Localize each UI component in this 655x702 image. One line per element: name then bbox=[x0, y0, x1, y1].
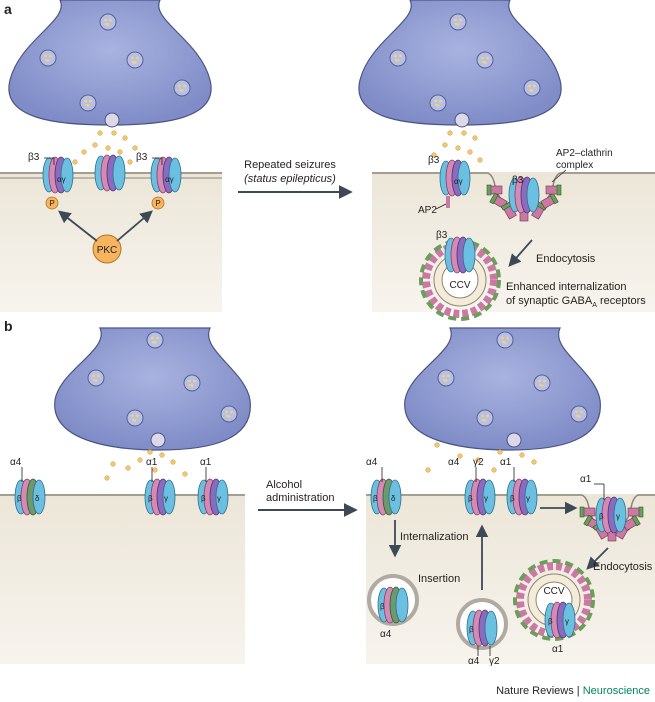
panel-a-arrow-text: Repeated seizures bbox=[244, 159, 336, 171]
panel-b-left-membrane bbox=[0, 494, 245, 664]
panel-a-letter: a bbox=[4, 1, 12, 17]
svg-text:P: P bbox=[49, 199, 54, 208]
svg-text:β: β bbox=[148, 494, 153, 503]
enhanced-receptors-label: of synaptic GABAA receptors bbox=[506, 295, 646, 309]
svg-text:αγ: αγ bbox=[454, 177, 463, 186]
endocytosis-arrow-b bbox=[586, 547, 609, 570]
panel-b-arrow-text-1: Alcohol bbox=[266, 479, 302, 491]
right-alpha4-label: α4 bbox=[366, 457, 378, 468]
svg-text:β: β bbox=[468, 494, 473, 503]
svg-text:P: P bbox=[155, 199, 160, 208]
bottom-alpha4-label: α4 bbox=[380, 629, 392, 640]
svg-text:γ: γ bbox=[164, 494, 168, 503]
enhanced-internalization-label: Enhanced internalization bbox=[506, 281, 626, 293]
right-gamma2-label: γ2 bbox=[473, 457, 484, 468]
panel-b-letter: b bbox=[4, 318, 13, 334]
internalization-label: Internalization bbox=[400, 531, 469, 543]
phospho-circle-left bbox=[45, 196, 59, 210]
svg-text:γ: γ bbox=[217, 494, 221, 503]
left-alpha1-label-a: α1 bbox=[146, 457, 158, 468]
insertion-label: Insertion bbox=[418, 573, 460, 585]
svg-text:β3: β3 bbox=[436, 230, 448, 241]
ccv-label-a: CCV bbox=[449, 280, 470, 291]
pkc-circle bbox=[92, 234, 122, 264]
svg-text:δ: δ bbox=[35, 494, 40, 503]
bottom-alpha1-label: α1 bbox=[552, 644, 564, 655]
svg-text:γ: γ bbox=[565, 617, 569, 626]
svg-text:γ: γ bbox=[616, 512, 620, 521]
svg-text:β: β bbox=[510, 494, 515, 503]
svg-text:β: β bbox=[373, 494, 378, 503]
alpha-gamma-label-left: αγ bbox=[57, 175, 66, 184]
bottom-gamma2-label: γ2 bbox=[489, 656, 500, 667]
alpha-gamma-label-right: αγ bbox=[165, 175, 174, 184]
panel-b-left-terminal bbox=[54, 327, 251, 451]
pkc-label: PKC bbox=[97, 245, 118, 256]
beta3-label-right: β3 bbox=[136, 152, 148, 163]
endocytosis-label-b: Endocytosis bbox=[593, 561, 653, 573]
bottom-alpha4-label-b: α4 bbox=[468, 656, 480, 667]
right-beta3-label: β3 bbox=[428, 155, 440, 166]
svg-text:β: β bbox=[201, 494, 206, 503]
panel-b-arrow-text-2: administration bbox=[266, 492, 334, 504]
endocytosis-arrow-a bbox=[508, 239, 533, 267]
left-alpha4-label: α4 bbox=[10, 457, 22, 468]
left-alpha1-label-b: α1 bbox=[200, 457, 212, 468]
panel-b-right-terminal bbox=[404, 327, 601, 451]
svg-text:β3: β3 bbox=[512, 175, 524, 186]
svg-text:β: β bbox=[17, 494, 22, 503]
svg-text:β: β bbox=[380, 602, 385, 611]
svg-text:δ: δ bbox=[391, 494, 396, 503]
svg-text:β: β bbox=[548, 617, 553, 626]
credit-line: Nature Reviews | Neuroscience bbox=[496, 685, 650, 697]
svg-text:γ: γ bbox=[484, 494, 488, 503]
right-alpha1-label: α1 bbox=[500, 457, 512, 468]
endocytosis-label-a: Endocytosis bbox=[536, 253, 596, 265]
right-alpha4-label-b: α4 bbox=[448, 457, 460, 468]
beta3-label-left: β3 bbox=[28, 152, 40, 163]
svg-text:β: β bbox=[599, 512, 604, 521]
panel-a-arrow-subtext: (status epilepticus) bbox=[244, 173, 336, 185]
svg-text:γ: γ bbox=[526, 494, 530, 503]
ap2-label: AP2 bbox=[418, 205, 437, 216]
ccv-label-b: CCV bbox=[543, 586, 564, 597]
svg-text:complex: complex bbox=[556, 160, 593, 171]
phospho-circle-right bbox=[151, 196, 165, 210]
svg-text:β: β bbox=[469, 625, 474, 634]
pit-alpha1-label: α1 bbox=[580, 474, 592, 485]
ap2-clathrin-label: AP2–clathrin bbox=[556, 148, 613, 159]
